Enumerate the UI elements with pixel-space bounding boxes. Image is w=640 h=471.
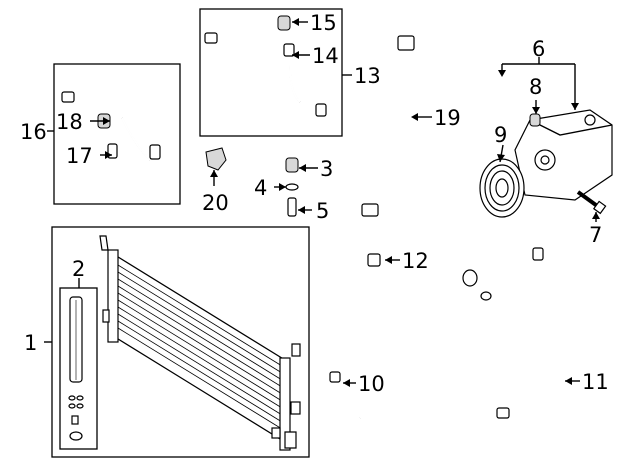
bracket-20-illustration (205, 147, 227, 171)
callout-14: 14 (312, 44, 339, 68)
callout-9: 9 (494, 123, 507, 147)
hose-16-illustration (61, 91, 161, 181)
callout-10: 10 (358, 372, 385, 396)
callout-15: 15 (310, 11, 337, 35)
hose-12-illustration (359, 253, 492, 335)
callout-12: 12 (402, 249, 429, 273)
leader-arrowheads (103, 18, 600, 387)
valve-5-illustration (287, 197, 297, 217)
callout-8: 8 (529, 75, 542, 99)
condenser-illustration (99, 235, 301, 451)
callout-11: 11 (582, 370, 609, 394)
box-hose-13-group (199, 8, 343, 137)
callout-4: 4 (254, 176, 267, 200)
callout-3: 3 (320, 157, 333, 181)
hose-13-illustration (204, 15, 327, 117)
callout-16: 16 (20, 120, 47, 144)
callout-2: 2 (72, 257, 85, 281)
callout-7: 7 (589, 223, 602, 247)
callout-17: 17 (66, 144, 93, 168)
callout-19: 19 (434, 106, 461, 130)
clutch-pulley-9-illustration (479, 158, 525, 218)
callout-13: 13 (354, 64, 381, 88)
callout-5: 5 (316, 199, 329, 223)
callout-20: 20 (202, 191, 229, 215)
valve-3-illustration (285, 157, 299, 173)
compressor-illustration (514, 109, 613, 201)
callout-1: 1 (24, 331, 37, 355)
leader-lines (44, 21, 597, 384)
hose-10-illustration (325, 371, 362, 446)
hose-19-illustration (361, 35, 458, 217)
hose-11-illustration (496, 247, 561, 434)
receiver-drier-illustration (68, 296, 84, 441)
plug-8-illustration (529, 113, 541, 127)
bolt-7-illustration (576, 190, 607, 215)
callout-18: 18 (56, 110, 83, 134)
box-hose-16-group (53, 63, 181, 205)
o-ring-4-illustration (285, 183, 299, 191)
callout-6: 6 (532, 37, 545, 61)
